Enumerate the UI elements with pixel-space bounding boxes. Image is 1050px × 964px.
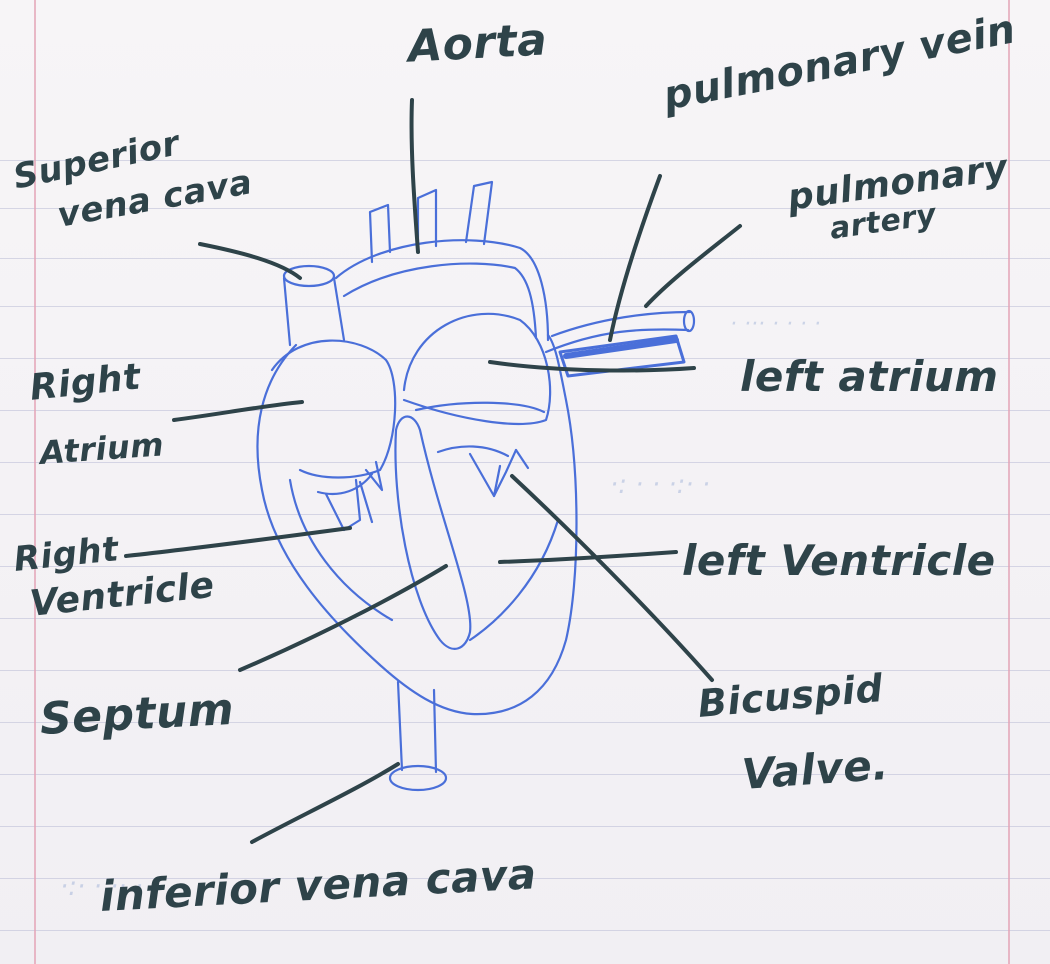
label-aorta: Aorta xyxy=(407,14,549,72)
heart-outline xyxy=(257,335,576,714)
right-atrium-shape xyxy=(272,341,395,478)
leader-aorta xyxy=(412,100,418,252)
aorta-shape xyxy=(336,182,548,340)
leader-right-atrium xyxy=(174,402,302,420)
label-left-atrium: left atrium xyxy=(740,352,999,401)
leader-pulmonary-artery xyxy=(646,226,740,306)
label-bicuspid-valve-line2: Valve. xyxy=(740,740,890,799)
leader-right-ventricle xyxy=(126,528,350,556)
leader-inferior-vena-cava xyxy=(252,764,398,842)
leader-left-ventricle xyxy=(500,552,676,562)
septum-shape xyxy=(395,417,470,649)
bicuspid-valve-shape xyxy=(438,446,528,496)
left-ventricle-wall xyxy=(470,520,558,640)
label-septum: Septum xyxy=(39,684,236,745)
label-left-ventricle: left Ventricle xyxy=(682,536,996,585)
inferior-vena-cava-shape xyxy=(390,682,446,790)
right-ventricle-wall xyxy=(290,480,392,620)
